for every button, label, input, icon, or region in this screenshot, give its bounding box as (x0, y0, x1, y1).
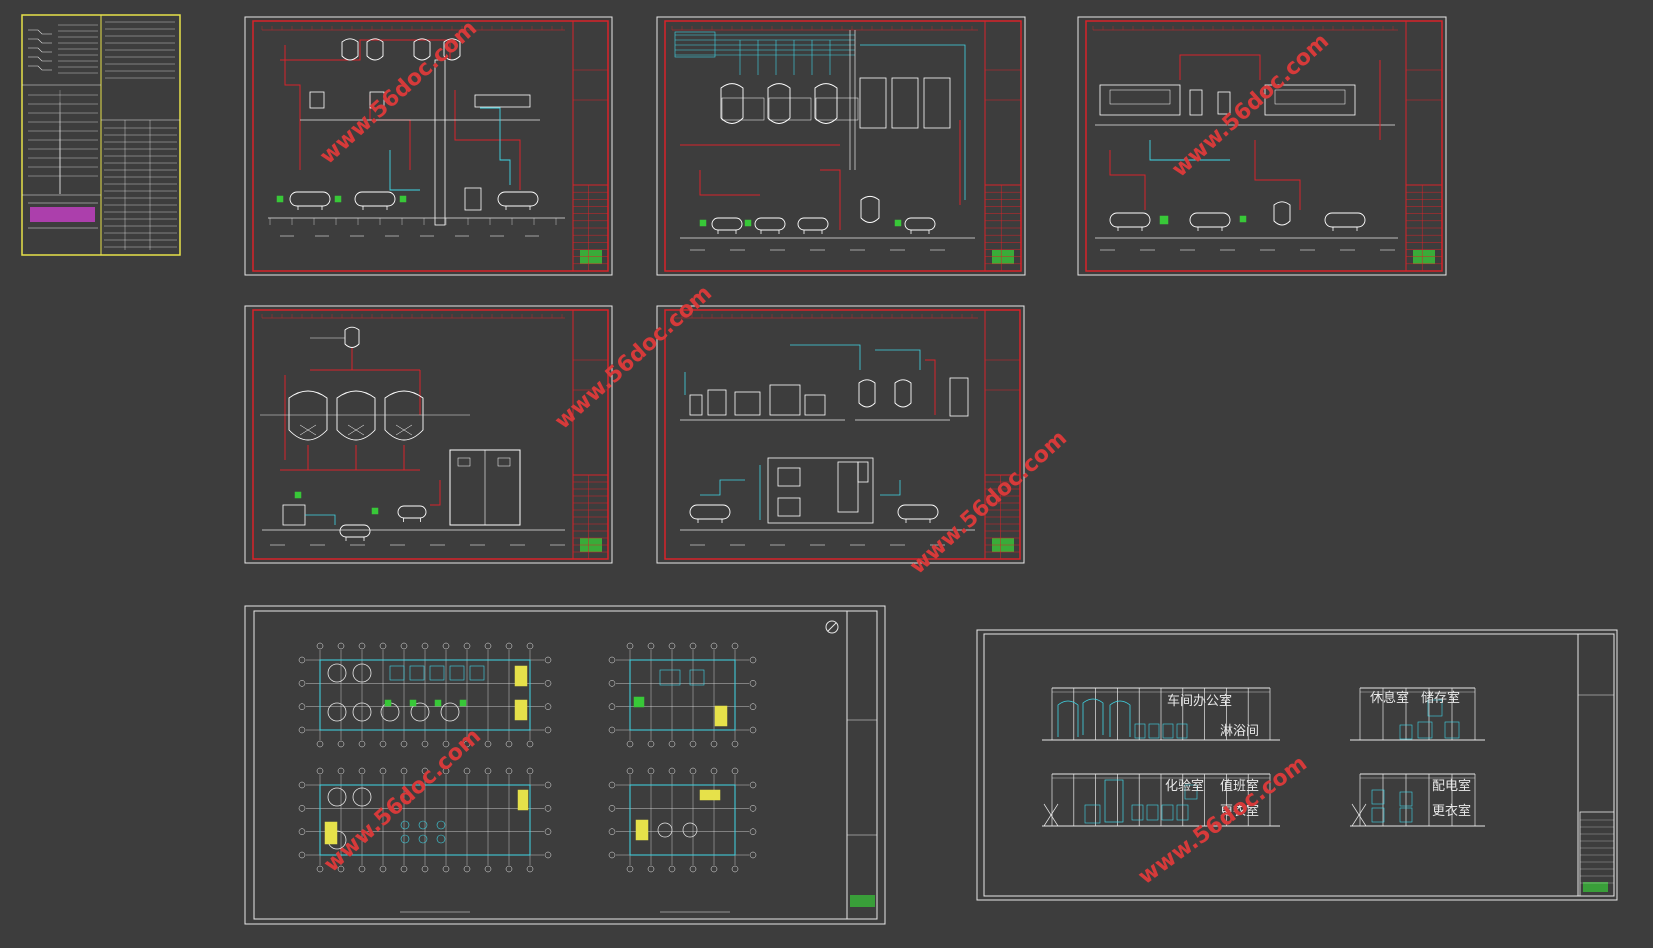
legend-sheet[interactable] (21, 14, 181, 256)
process-sheet-1[interactable] (244, 16, 613, 276)
no-entry-circle-icon (825, 620, 839, 634)
legend-table-lines (28, 21, 177, 250)
room-label-rest: 休息室 (1370, 690, 1409, 706)
room-label-storage: 储存室 (1421, 690, 1460, 706)
process-flow-diagram-3 (1092, 26, 1443, 272)
room-label-lab: 化验室 (1165, 778, 1204, 794)
floor-plan-sheet[interactable] (244, 605, 886, 925)
legend-magenta-block (30, 207, 95, 222)
room-label-shower: 淋浴间 (1220, 724, 1259, 739)
title-block-elev (1579, 811, 1615, 897)
process-sheet-3[interactable] (1077, 16, 1447, 276)
process-flow-diagram-2 (671, 26, 1022, 272)
room-label-office: 车间办公室 (1167, 693, 1232, 709)
room-label-duty: 值班室 (1220, 778, 1259, 794)
process-flow-diagram-1 (261, 26, 609, 272)
process-flow-diagram-5 (671, 314, 1021, 560)
elevation-sheet[interactable]: 车间办公室 淋浴间 化验室 值班室 更衣室 休息室 储存室 配电室 更衣室 (976, 629, 1618, 901)
process-sheet-4[interactable] (244, 305, 613, 564)
process-flow-diagram-4 (260, 314, 609, 560)
room-label-power: 配电室 (1432, 778, 1471, 794)
process-sheet-2[interactable] (656, 16, 1026, 276)
room-label-dressing: 更衣室 (1432, 803, 1471, 819)
floor-plans (298, 642, 757, 913)
room-label-changing: 更衣室 (1220, 803, 1259, 819)
section-elevations (1042, 687, 1614, 884)
process-sheet-5[interactable] (656, 305, 1025, 564)
